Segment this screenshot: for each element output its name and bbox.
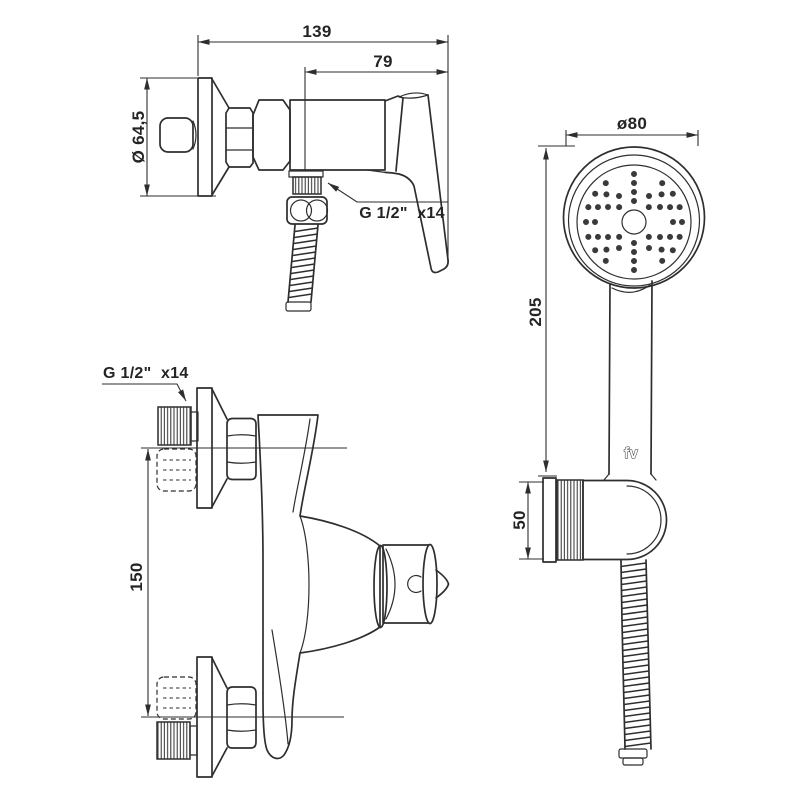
front-handle-joint <box>373 544 388 629</box>
side-thread-leader <box>327 182 448 203</box>
bracket-body <box>582 479 668 561</box>
shower-nozzle-dots <box>583 171 685 273</box>
hand-shower-dimensions: ø80 205 50 <box>510 114 699 560</box>
front-lever-detail <box>407 574 422 594</box>
shower-head-rim <box>567 154 701 287</box>
front-top-thread <box>157 406 192 446</box>
mixer-side-body <box>159 77 449 312</box>
side-hose <box>287 224 296 303</box>
side-cartridge-cover <box>384 95 404 172</box>
front-lever-handle <box>382 543 450 625</box>
front-thread-leader <box>102 383 187 402</box>
side-hose-corrugation <box>288 227 319 299</box>
front-bottom-thread <box>156 721 191 760</box>
shower-head-center-cap <box>621 209 647 235</box>
hand-shower-view: fv ø80 205 50 <box>510 114 706 766</box>
side-lever <box>427 94 449 261</box>
side-adapter <box>252 99 291 171</box>
mixer-front-view: 150 G 1/2" x14 <box>102 365 450 778</box>
mixer-side-dimensions: 139 79 Ø 64,5 G 1/2" x14 <box>129 22 449 262</box>
bracket-ribbed-block <box>556 479 584 561</box>
shower-head-face <box>576 164 692 280</box>
shower-hose-corrugation <box>620 562 651 748</box>
front-bottom-hex-nut <box>226 686 257 749</box>
front-thread-label: G 1/2" x14 <box>103 365 189 382</box>
side-outlet-thread <box>292 176 322 195</box>
dim-handle-length-label: 205 <box>526 297 545 326</box>
side-lever-cap <box>398 92 429 99</box>
dim-handle-offset-label: 79 <box>373 52 393 71</box>
side-hex-nut <box>225 107 254 168</box>
mixer-side-view: 139 79 Ø 64,5 G 1/2" x14 <box>129 22 449 312</box>
side-escutcheon-plate <box>197 77 213 197</box>
dim-head-diameter-label: ø80 <box>617 114 647 133</box>
front-lever-end <box>422 543 438 625</box>
shower-holder-bracket <box>542 477 668 563</box>
shower-hose <box>618 559 652 766</box>
shower-head-outer <box>562 146 706 289</box>
front-body <box>257 414 388 760</box>
dim-total-width-label: 139 <box>302 22 331 41</box>
brand-logo: fv <box>624 445 638 462</box>
bracket-wall-plate <box>542 477 557 563</box>
side-knob <box>159 117 194 153</box>
front-top-connection <box>156 387 257 509</box>
front-bottom-thread-hidden <box>156 676 197 720</box>
front-top-hex-nut <box>226 417 257 481</box>
front-body-outline <box>257 414 381 760</box>
hand-shower-handle: fv <box>603 280 657 481</box>
front-top-thread-hidden <box>156 448 197 492</box>
mixer-front-dimensions: 150 G 1/2" x14 <box>102 365 347 718</box>
side-outlet-collar <box>288 170 324 178</box>
front-lever-tab <box>435 569 450 599</box>
side-main-body <box>289 99 386 171</box>
hand-shower-head <box>562 146 706 289</box>
dim-flange-diameter-label: Ø 64,5 <box>129 111 148 164</box>
dim-holder-height-label: 50 <box>510 510 529 530</box>
side-thread-label: G 1/2" x14 <box>359 205 445 222</box>
dim-inlet-centers-label: 150 <box>127 562 146 591</box>
